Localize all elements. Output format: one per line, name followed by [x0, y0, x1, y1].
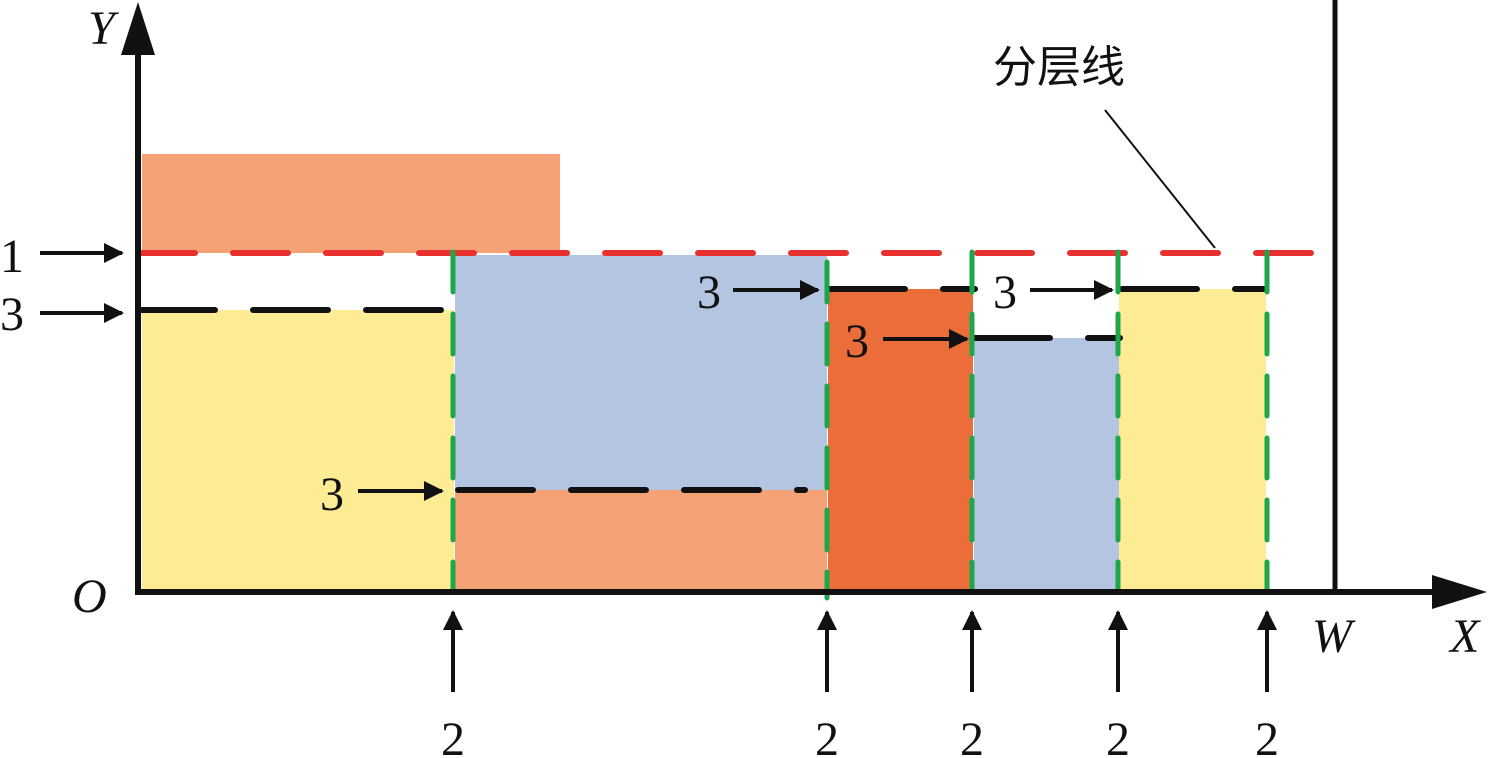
- marker-2: 2: [815, 610, 839, 758]
- rect-yellow-2: [1119, 289, 1266, 591]
- marker-3-label: 3: [697, 266, 721, 319]
- rect-blue-1: [455, 255, 827, 490]
- width-label: W: [1312, 610, 1356, 663]
- marker-2: 2: [1255, 610, 1279, 758]
- marker-3-label: 3: [320, 468, 344, 521]
- rect-blue-2: [974, 338, 1119, 591]
- marker-2-label: 2: [960, 713, 984, 758]
- rect-orange-bottom: [455, 490, 827, 591]
- rect-top-orange: [142, 154, 560, 253]
- x-axis-arrowhead: [1432, 575, 1487, 609]
- leader-line: [1104, 109, 1216, 249]
- y-axis-label: Y: [88, 2, 119, 55]
- marker-2: 2: [1106, 610, 1130, 758]
- marker-1-label: 1: [0, 230, 24, 283]
- marker-2-label: 2: [441, 713, 465, 758]
- marker-3-label: 3: [845, 315, 869, 368]
- marker-3-label: 3: [0, 288, 24, 341]
- marker-2-label: 2: [1255, 713, 1279, 758]
- marker-2: 2: [960, 610, 984, 758]
- marker-2-label: 2: [1106, 713, 1130, 758]
- y-axis-arrowhead: [121, 2, 155, 55]
- marker-2-label: 2: [815, 713, 839, 758]
- marker-2: 2: [441, 610, 465, 758]
- marker-3-label: 3: [993, 266, 1017, 319]
- x-axis-label: X: [1448, 610, 1481, 663]
- origin-label: O: [72, 570, 107, 623]
- rect-yellow-1: [142, 310, 454, 591]
- layer-line-label: 分层线: [993, 42, 1125, 93]
